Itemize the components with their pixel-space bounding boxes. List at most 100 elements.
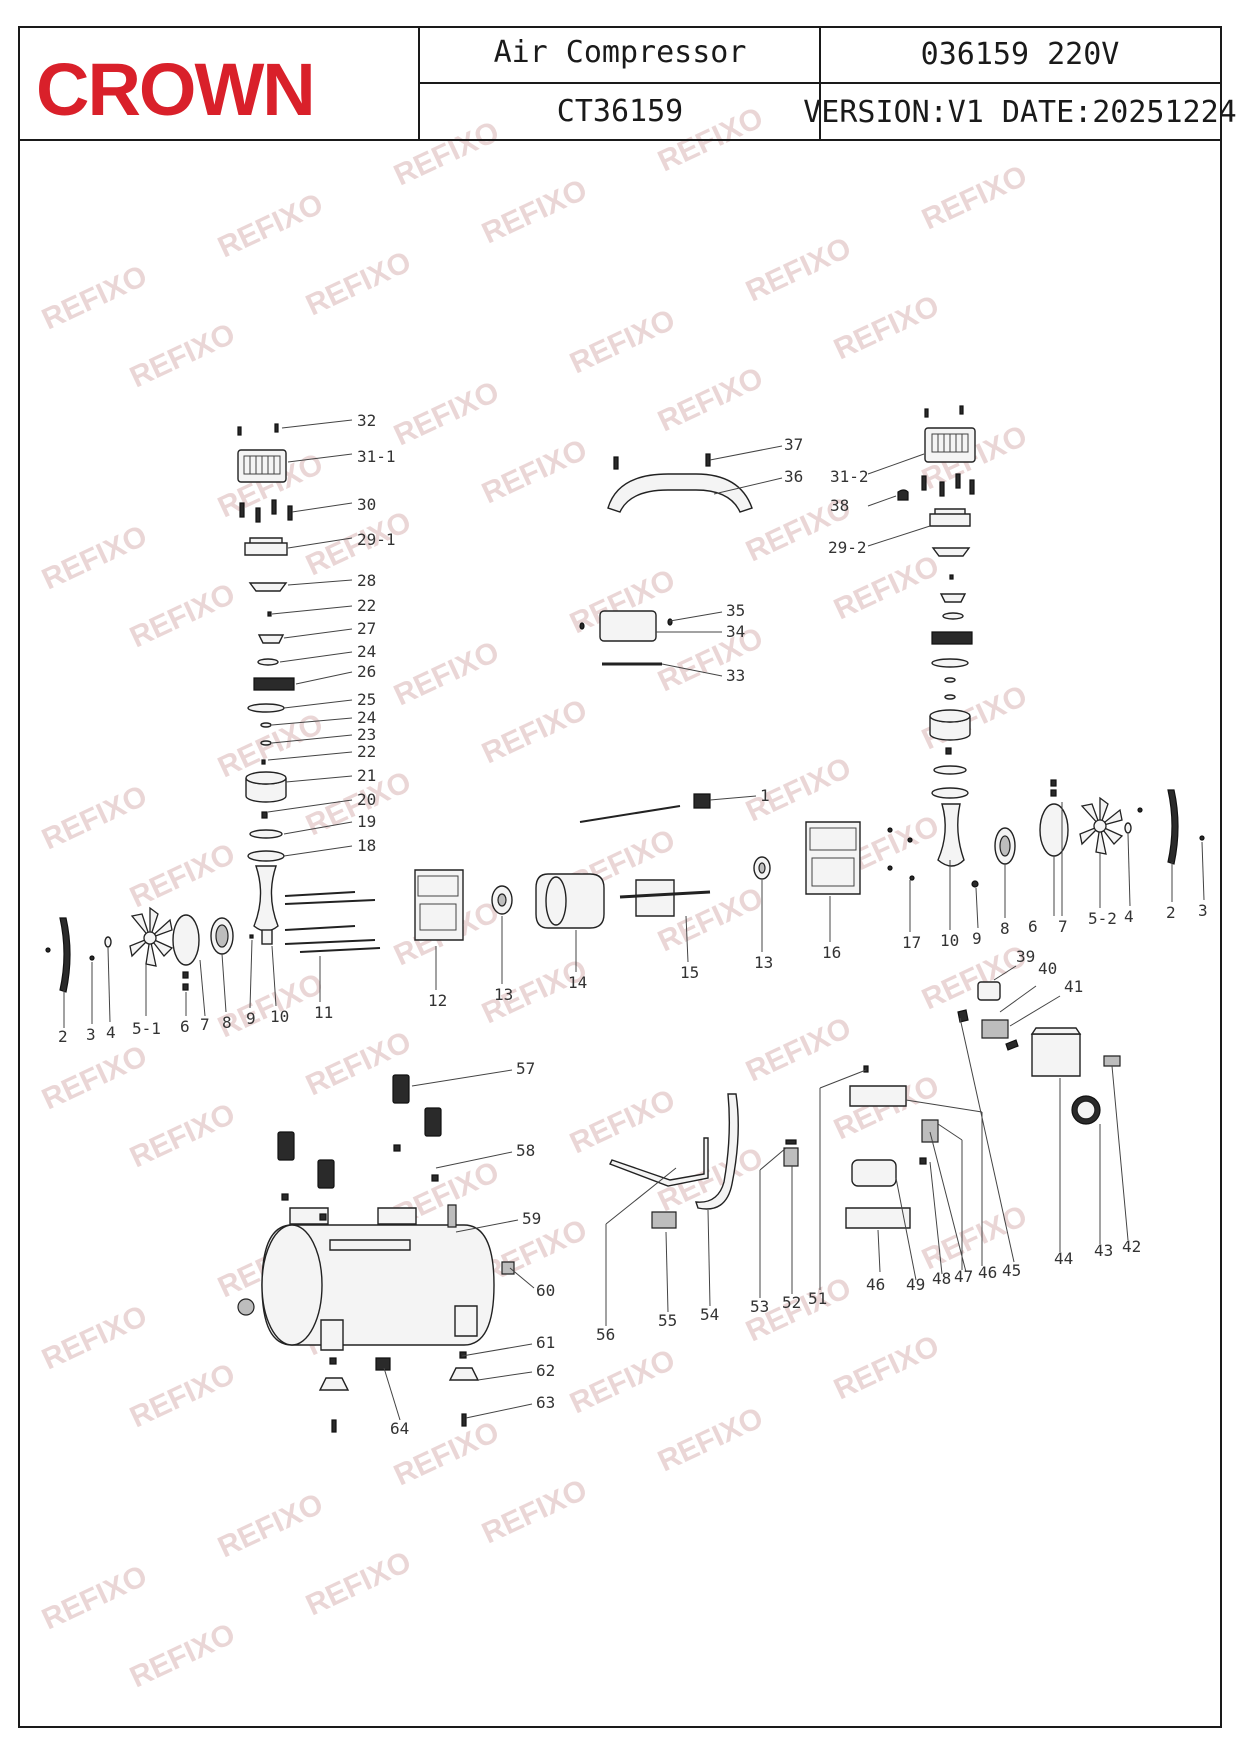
callout-31-2: 31-2 — [830, 467, 869, 486]
callout-26: 26 — [357, 662, 376, 681]
watermark-text: REFIXO — [37, 1559, 152, 1636]
air-tank — [237, 1074, 515, 1433]
callout-7b: 7 — [1058, 917, 1068, 936]
watermark-text: REFIXO — [301, 245, 416, 322]
callout-43: 43 — [1094, 1241, 1113, 1260]
watermark-text: REFIXO — [917, 939, 1032, 1016]
callout-24b: 24 — [357, 708, 376, 727]
callout-7: 7 — [200, 1015, 210, 1034]
callout-42: 42 — [1122, 1237, 1141, 1256]
product-name: Air Compressor — [494, 35, 747, 70]
callout-56: 56 — [596, 1325, 615, 1344]
callout-22b: 22 — [357, 742, 376, 761]
watermark-text: REFIXO — [829, 289, 944, 366]
callout-17: 17 — [902, 933, 921, 952]
callout-36: 36 — [784, 467, 803, 486]
callout-9: 9 — [246, 1009, 256, 1028]
callout-22: 22 — [357, 596, 376, 615]
watermark-text: REFIXO — [565, 1343, 680, 1420]
watermark-text: REFIXO — [741, 1011, 856, 1088]
callout-25: 25 — [357, 690, 376, 709]
leader-lines — [63, 419, 1205, 1421]
watermark-text: REFIXO — [37, 1039, 152, 1116]
watermark-text: REFIXO — [741, 751, 856, 828]
callout-64: 64 — [390, 1419, 409, 1438]
right-head-stack — [897, 405, 976, 867]
callout-59: 59 — [522, 1209, 541, 1228]
callout-46b: 46 — [978, 1263, 997, 1282]
callout-4b: 4 — [1124, 907, 1134, 926]
callout-57: 57 — [516, 1059, 535, 1078]
watermark-text: REFIXO — [125, 577, 240, 654]
watermark-text: REFIXO — [477, 433, 592, 510]
watermark-text: REFIXO — [917, 159, 1032, 236]
left-head-stack — [237, 423, 295, 945]
watermark-text: REFIXO — [565, 303, 680, 380]
callout-23: 23 — [357, 725, 376, 744]
callout-38: 38 — [830, 496, 849, 515]
callout-13b: 13 — [754, 953, 773, 972]
watermark-text: REFIXO — [125, 837, 240, 914]
watermark-text: REFIXO — [213, 1487, 328, 1564]
fittings-group — [609, 981, 1121, 1229]
callout-10b: 10 — [940, 931, 959, 950]
watermark-text: REFIXO — [565, 1083, 680, 1160]
watermark-text: REFIXO — [389, 635, 504, 712]
callout-labels: 32 31-1 30 29-1 28 22 27 24 26 25 24 23 … — [58, 411, 1208, 1438]
callout-28: 28 — [357, 571, 376, 590]
version-date: VERSION:V1 DATE:20251224 — [803, 95, 1236, 130]
watermark-text: REFIXO — [213, 187, 328, 264]
callout-18: 18 — [357, 836, 376, 855]
watermark-text: REFIXO — [389, 375, 504, 452]
watermark-text: REFIXO — [741, 231, 856, 308]
callout-29-2: 29-2 — [828, 538, 867, 557]
callout-41: 41 — [1064, 977, 1083, 996]
callout-8: 8 — [222, 1013, 232, 1032]
watermark-text: REFIXO — [37, 779, 152, 856]
callout-60: 60 — [536, 1281, 555, 1300]
watermark-text: REFIXO — [653, 621, 768, 698]
callout-40: 40 — [1038, 959, 1057, 978]
watermark-text: REFIXO — [37, 519, 152, 596]
callout-6: 6 — [180, 1017, 190, 1036]
callout-9b: 9 — [972, 929, 982, 948]
callout-52: 52 — [782, 1293, 801, 1312]
callout-19: 19 — [357, 812, 376, 831]
callout-11: 11 — [314, 1003, 333, 1022]
callout-8b: 8 — [1000, 919, 1010, 938]
callout-4: 4 — [106, 1023, 116, 1042]
watermark-text: REFIXO — [125, 1097, 240, 1174]
callout-45: 45 — [1002, 1261, 1021, 1280]
callout-46: 46 — [866, 1275, 885, 1294]
callout-54: 54 — [700, 1305, 719, 1324]
callout-49: 49 — [906, 1275, 925, 1294]
callout-15: 15 — [680, 963, 699, 982]
callout-2b: 2 — [1166, 903, 1176, 922]
callout-10: 10 — [270, 1007, 289, 1026]
callout-61: 61 — [536, 1333, 555, 1352]
callout-39: 39 — [1016, 947, 1035, 966]
callout-5-1: 5-1 — [132, 1019, 161, 1038]
callout-44: 44 — [1054, 1249, 1073, 1268]
brand-logo: CROWN — [36, 48, 314, 131]
callout-3b: 3 — [1198, 901, 1208, 920]
watermark-text: REFIXO — [301, 1545, 416, 1622]
callout-31-1: 31-1 — [357, 447, 396, 466]
callout-2: 2 — [58, 1027, 68, 1046]
callout-1: 1 — [760, 786, 770, 805]
code-voltage: 036159 220V — [921, 37, 1120, 72]
callout-58: 58 — [516, 1141, 535, 1160]
watermark-text: REFIXO — [653, 1401, 768, 1478]
callout-51: 51 — [808, 1289, 827, 1308]
callout-33: 33 — [726, 666, 745, 685]
callout-21: 21 — [357, 766, 376, 785]
callout-30: 30 — [357, 495, 376, 514]
watermark-text: REFIXO — [389, 115, 504, 192]
watermark-text: REFIXO — [477, 1473, 592, 1550]
callout-55: 55 — [658, 1311, 677, 1330]
callout-27: 27 — [357, 619, 376, 638]
handle-group — [579, 453, 753, 666]
watermark-text: REFIXO — [829, 549, 944, 626]
callout-3: 3 — [86, 1025, 96, 1044]
